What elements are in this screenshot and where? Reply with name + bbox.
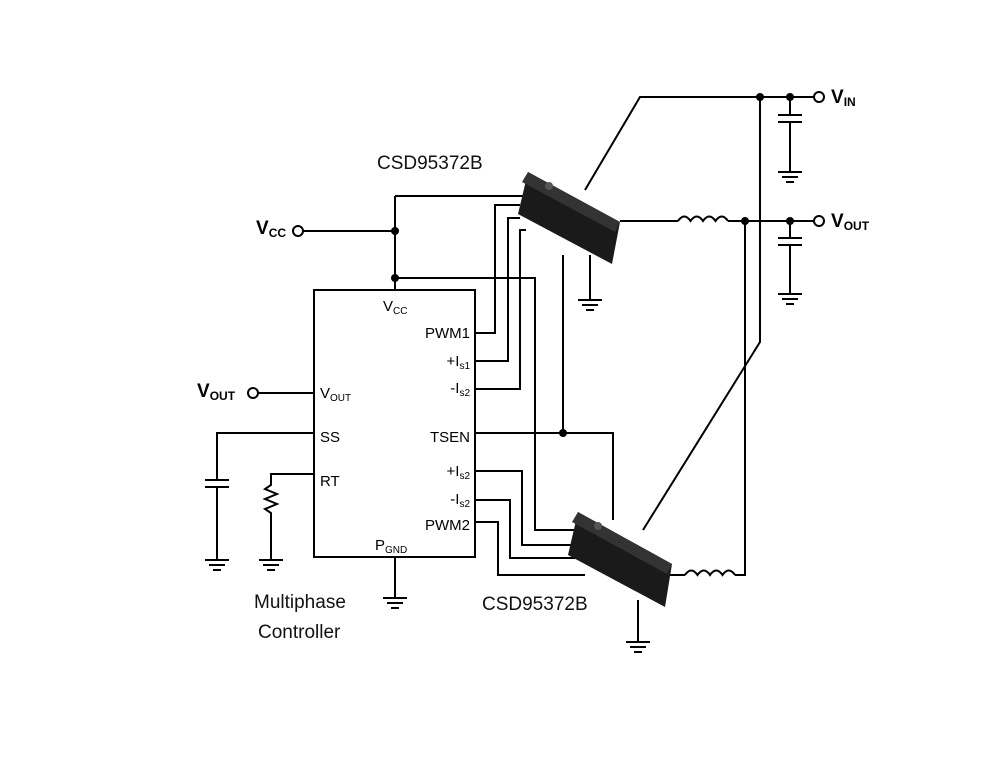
pin-vout: VOUT: [320, 385, 351, 404]
terminals: [247, 91, 825, 399]
controller-title-1: Multiphase: [254, 592, 346, 613]
pin-is1-minus: -Is2: [450, 380, 470, 399]
chip-top-label: CSD95372B: [377, 153, 483, 174]
chip-top: [518, 172, 620, 264]
pin-is2-minus: -Is2: [450, 491, 470, 510]
wires: [205, 96, 815, 653]
pin-vcc: VCC: [383, 298, 407, 317]
terminal-vcc-label: VCC: [256, 218, 286, 240]
pin-is1-plus: +Is1: [447, 353, 471, 372]
pin-pwm1: PWM1: [425, 325, 470, 342]
controller-title-2: Controller: [258, 622, 341, 643]
terminal-vin-label: VIN: [831, 87, 856, 109]
pin-pwm2: PWM2: [425, 517, 470, 534]
junction-dots: [391, 93, 794, 437]
pin-is2-plus: +Is2: [447, 463, 471, 482]
pin-pgnd: PGND: [375, 537, 407, 556]
terminal-vout-right-label: VOUT: [831, 211, 870, 233]
pin-tsen: TSEN: [430, 429, 470, 446]
pin-rt: RT: [320, 473, 340, 490]
terminal-vout-left-label: VOUT: [197, 381, 236, 403]
chip-bottom: [568, 512, 672, 607]
pin-ss: SS: [320, 429, 340, 446]
chip-bottom-label: CSD95372B: [482, 594, 588, 615]
